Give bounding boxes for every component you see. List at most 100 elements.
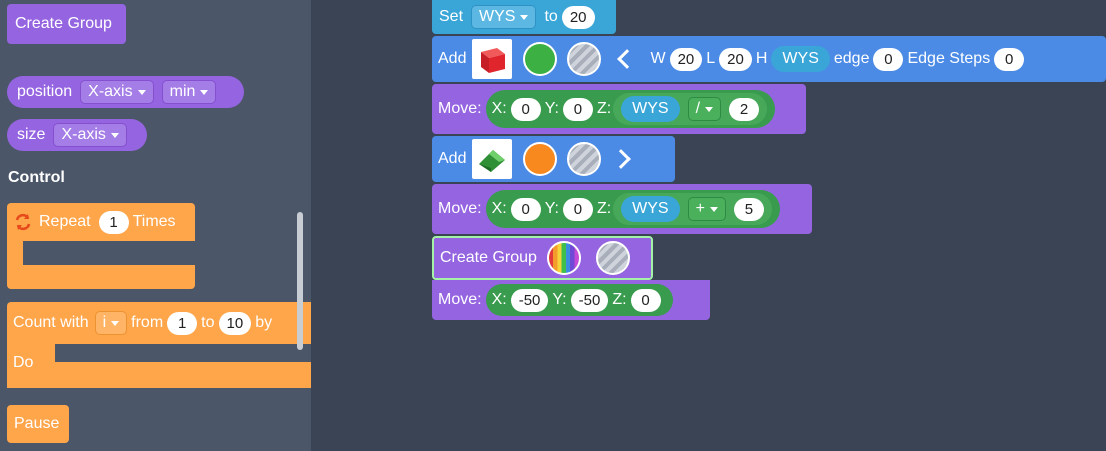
- texture-swatch[interactable]: [595, 241, 630, 275]
- red-cube-icon[interactable]: [472, 39, 513, 79]
- create-group-block[interactable]: Create Group: [432, 236, 653, 280]
- size-label: size: [17, 126, 46, 143]
- height-variable[interactable]: WYS: [771, 46, 830, 72]
- green-prism-icon[interactable]: [472, 139, 513, 179]
- set-label: Set: [439, 8, 464, 25]
- size-block[interactable]: size X-axis: [7, 119, 147, 151]
- z-field[interactable]: 0: [630, 288, 661, 312]
- add-box-label: Add: [438, 50, 467, 67]
- block-flyout: Create Group position X-axis min size X-…: [0, 0, 311, 451]
- count-to-field[interactable]: 10: [218, 311, 252, 335]
- height-label: H: [755, 50, 768, 67]
- set-var-dropdown[interactable]: WYS: [471, 5, 537, 29]
- create-group-block[interactable]: Create Group: [7, 4, 126, 44]
- position-mode-dropdown[interactable]: min: [161, 80, 217, 104]
- orange-color-swatch[interactable]: [523, 142, 558, 176]
- repeat-label: Repeat: [39, 213, 91, 230]
- move-label: Move:: [438, 100, 482, 117]
- move-2-coords: X: 0 Y: 0 Z: WYS + 5: [485, 190, 780, 228]
- z-expression[interactable]: WYS + 5: [613, 193, 772, 225]
- position-label: position: [17, 83, 73, 100]
- z-variable[interactable]: WYS: [621, 96, 680, 122]
- move-block-3[interactable]: Move: X: -50 Y: -50 Z: 0: [432, 280, 710, 320]
- length-label: L: [706, 50, 716, 67]
- length-field[interactable]: 20: [719, 47, 752, 71]
- y-label: Y:: [552, 291, 567, 308]
- pause-block[interactable]: Pause: [7, 405, 69, 443]
- set-variable-block[interactable]: Set WYS to 20: [432, 0, 616, 34]
- move-label: Move:: [438, 291, 482, 308]
- repeat-block[interactable]: Repeat 1 Times: [7, 203, 195, 289]
- move-block-2[interactable]: Move: X: 0 Y: 0 Z: WYS + 5: [432, 184, 812, 234]
- edge-label: edge: [833, 50, 870, 67]
- repeat-icon: [15, 213, 31, 231]
- width-label: W: [650, 50, 666, 67]
- add-prism-block[interactable]: Add: [432, 136, 675, 182]
- texture-swatch[interactable]: [567, 142, 602, 176]
- y-field[interactable]: -50: [570, 288, 609, 312]
- x-label: X:: [491, 200, 507, 217]
- y-label: Y:: [544, 200, 559, 217]
- width-field[interactable]: 20: [669, 47, 703, 71]
- count-to-label: to: [201, 314, 215, 331]
- count-from-label: from: [131, 314, 164, 331]
- chevron-down-icon: [137, 89, 146, 95]
- edge-steps-field[interactable]: 0: [994, 47, 1025, 71]
- create-group-label: Create Group: [15, 15, 112, 32]
- repeat-count-field[interactable]: 1: [98, 210, 129, 234]
- texture-swatch[interactable]: [567, 42, 602, 76]
- operand-field[interactable]: 5: [733, 197, 764, 221]
- chevron-down-icon: [705, 106, 714, 112]
- add-box-block[interactable]: Add W 20 L 20 H WYS edge 0 Edge Steps 0: [432, 36, 1106, 82]
- move-1-coords: X: 0 Y: 0 Z: WYS / 2: [485, 90, 776, 128]
- chevron-down-icon: [200, 89, 209, 95]
- create-group-label: Create Group: [440, 249, 537, 266]
- chevron-down-icon: [111, 320, 120, 326]
- x-field[interactable]: -50: [510, 288, 549, 312]
- green-color-swatch[interactable]: [523, 42, 558, 76]
- edge-field[interactable]: 0: [873, 47, 904, 71]
- multicolor-swatch[interactable]: [546, 241, 581, 275]
- x-field[interactable]: 0: [510, 197, 541, 221]
- chevron-down-icon: [110, 132, 119, 138]
- count-with-block[interactable]: Count with i from 1 to 10 by Do: [7, 302, 311, 390]
- count-from-field[interactable]: 1: [167, 311, 198, 335]
- control-category-heading: Control: [8, 169, 65, 186]
- flyout-scrollbar[interactable]: [297, 212, 303, 350]
- chevron-down-icon: [709, 206, 718, 212]
- size-axis-dropdown[interactable]: X-axis: [53, 123, 127, 147]
- z-label: Z:: [596, 200, 612, 217]
- count-do-label-visible: Do: [13, 354, 34, 371]
- position-axis-dropdown[interactable]: X-axis: [80, 80, 154, 104]
- move-label: Move:: [438, 200, 482, 217]
- x-label: X:: [491, 100, 507, 117]
- z-expression[interactable]: WYS / 2: [613, 93, 768, 125]
- x-label: X:: [491, 291, 507, 308]
- position-block[interactable]: position X-axis min: [7, 76, 244, 108]
- set-to-label: to: [544, 8, 558, 25]
- y-label: Y:: [544, 100, 559, 117]
- chevron-left-icon[interactable]: [617, 49, 638, 69]
- add-prism-label: Add: [438, 150, 467, 167]
- z-variable[interactable]: WYS: [621, 196, 680, 222]
- y-field[interactable]: 0: [562, 197, 593, 221]
- move-block-1[interactable]: Move: X: 0 Y: 0 Z: WYS / 2: [432, 84, 806, 134]
- count-with-label: Count with: [13, 314, 89, 331]
- count-var-dropdown[interactable]: i: [94, 311, 128, 335]
- edge-steps-label: Edge Steps: [907, 50, 991, 67]
- z-label: Z:: [596, 100, 612, 117]
- operator-dropdown[interactable]: /: [687, 97, 722, 121]
- repeat-times-label: Times: [132, 213, 176, 230]
- x-field[interactable]: 0: [510, 97, 541, 121]
- chevron-right-icon[interactable]: [611, 149, 632, 169]
- count-by-label: by: [255, 314, 273, 331]
- set-value-field[interactable]: 20: [561, 5, 595, 29]
- pause-label: Pause: [14, 415, 60, 432]
- y-field[interactable]: 0: [562, 97, 593, 121]
- z-label: Z:: [612, 291, 627, 308]
- code-workspace[interactable]: Set WYS to 20 Add W 20 L 20 H WYS edge 0…: [311, 0, 1106, 451]
- operand-field[interactable]: 2: [729, 97, 760, 121]
- move-3-coords: X: -50 Y: -50 Z: 0: [485, 284, 673, 316]
- operator-dropdown[interactable]: +: [687, 197, 726, 221]
- chevron-down-icon: [520, 14, 529, 20]
